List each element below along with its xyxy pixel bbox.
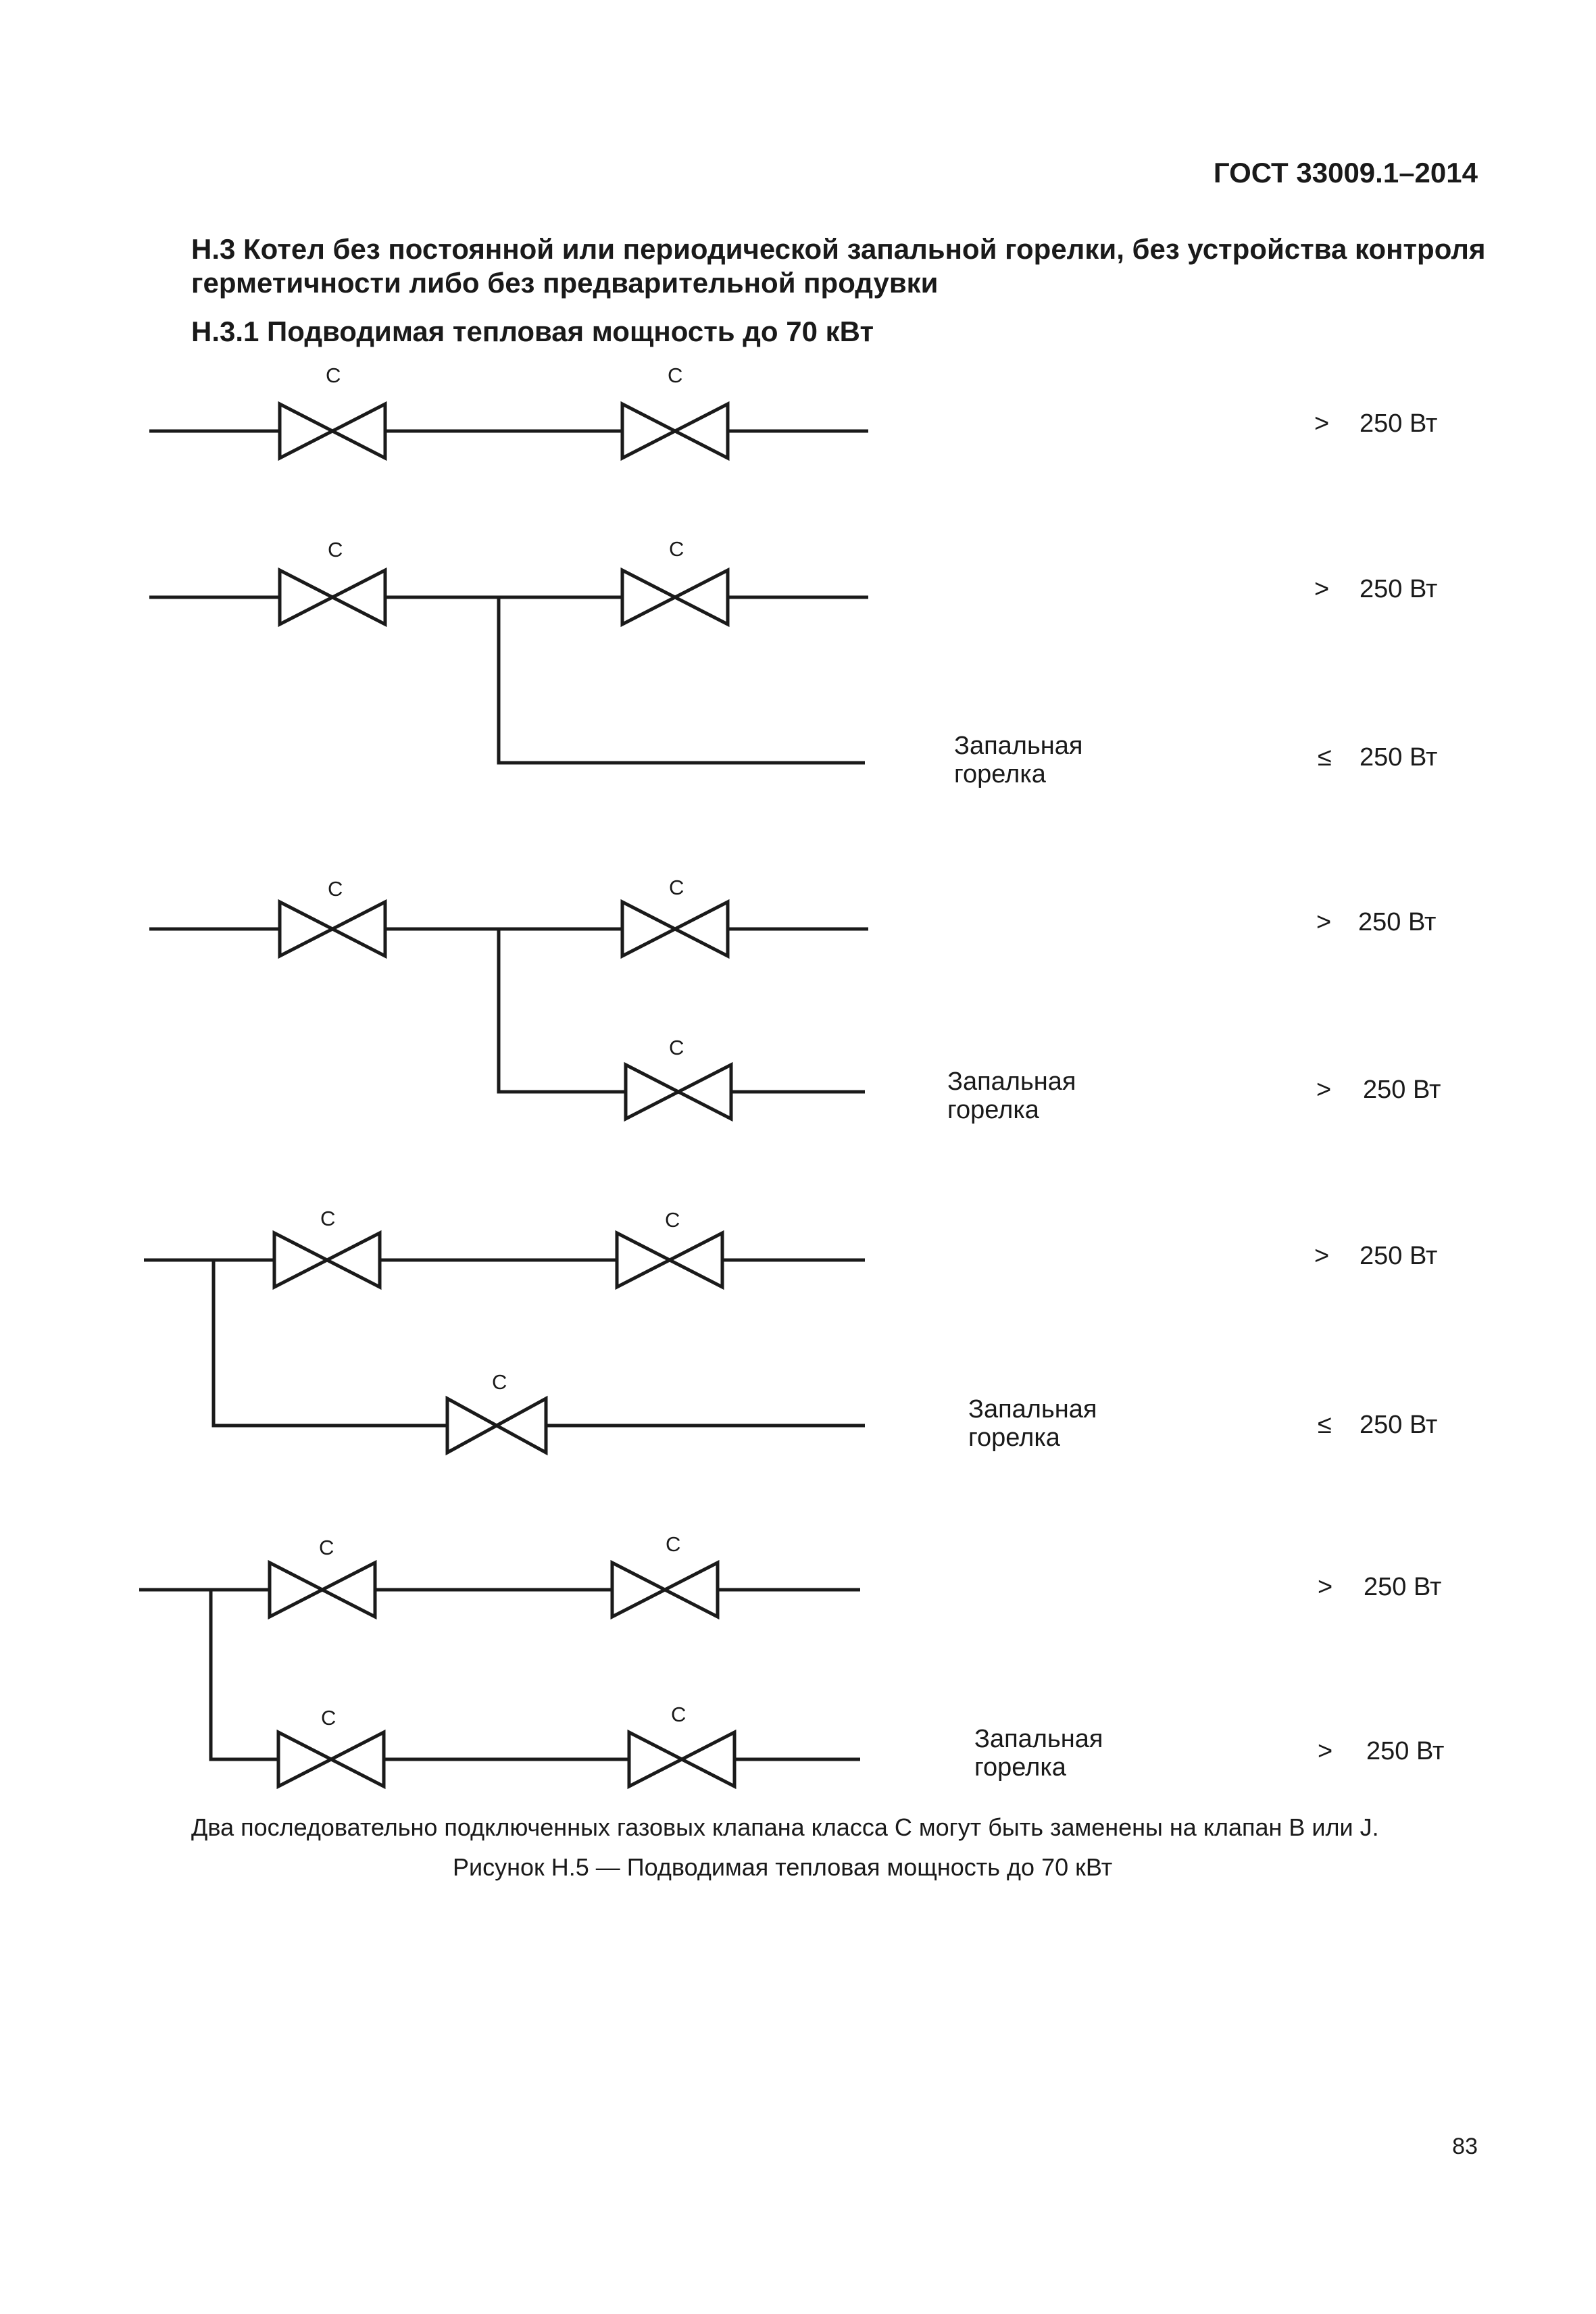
valve-class-label: C bbox=[319, 1536, 334, 1559]
power-value: 250 Вт bbox=[1366, 1737, 1445, 1765]
power-comparison-sign: > bbox=[1314, 575, 1330, 603]
power-value: 250 Вт bbox=[1360, 575, 1438, 603]
standard-designation: ГОСТ 33009.1–2014 bbox=[1213, 157, 1478, 188]
valve-class-label: C bbox=[665, 1208, 680, 1232]
valve-c-symbol bbox=[272, 1230, 382, 1290]
power-value: 250 Вт bbox=[1358, 908, 1437, 936]
gas-line bbox=[149, 927, 868, 1094]
scheme-2 bbox=[149, 567, 868, 765]
valve-class-label: C bbox=[666, 1532, 681, 1556]
power-comparison-sign: > bbox=[1318, 1737, 1333, 1765]
valve-c-symbol bbox=[278, 567, 387, 628]
scheme-3 bbox=[149, 899, 868, 1122]
scheme-1 bbox=[149, 401, 868, 461]
valve-class-label: C bbox=[328, 877, 343, 901]
valve-c-symbol bbox=[278, 401, 387, 461]
section-heading-line-1: Н.3 Котел без постоянной или периодическ… bbox=[191, 233, 1486, 265]
valve-class-label: C bbox=[326, 363, 341, 387]
power-comparison-sign: > bbox=[1314, 409, 1330, 438]
valve-c-symbol bbox=[276, 1729, 386, 1790]
valve-class-label: C bbox=[320, 1207, 336, 1230]
gas-line bbox=[149, 595, 868, 765]
pilot-burner-label: Запальная горелка bbox=[974, 1725, 1103, 1782]
valve-c-symbol bbox=[445, 1395, 548, 1456]
page-number: 83 bbox=[1452, 2134, 1478, 2159]
section-heading-line-2: герметичности либо без предварительной п… bbox=[191, 267, 939, 299]
valve-c-symbol bbox=[627, 1729, 737, 1790]
valve-class-label: C bbox=[328, 538, 343, 561]
figure-caption: Рисунок Н.5 — Подводимая тепловая мощнос… bbox=[453, 1853, 1113, 1881]
gas-line bbox=[139, 1588, 860, 1761]
valve-c-symbol bbox=[620, 567, 730, 628]
pilot-burner-label: Запальная горелка bbox=[954, 732, 1083, 788]
valve-c-symbol bbox=[278, 899, 387, 959]
gas-line bbox=[144, 1258, 865, 1428]
power-comparison-sign: > bbox=[1318, 1573, 1333, 1601]
valve-c-symbol bbox=[610, 1559, 720, 1620]
scheme-5 bbox=[139, 1559, 860, 1790]
valve-class-label: C bbox=[669, 1036, 684, 1059]
pilot-burner-label: Запальная горелка bbox=[968, 1395, 1097, 1452]
power-value: 250 Вт bbox=[1363, 1076, 1441, 1104]
power-comparison-sign: > bbox=[1314, 1242, 1330, 1270]
power-comparison-sign: > bbox=[1316, 908, 1332, 936]
pilot-burner-label: Запальная горелка bbox=[947, 1067, 1076, 1124]
power-comparison-sign: ≤ bbox=[1318, 743, 1332, 772]
valve-class-label: C bbox=[321, 1706, 336, 1730]
valve-c-symbol bbox=[624, 1061, 733, 1122]
power-value: 250 Вт bbox=[1360, 1411, 1438, 1439]
power-value: 250 Вт bbox=[1360, 409, 1438, 438]
figure-note: Два последовательно подключенных газовых… bbox=[191, 1813, 1379, 1841]
valve-class-label: C bbox=[668, 363, 683, 387]
power-value: 250 Вт bbox=[1360, 1242, 1438, 1270]
valve-c-symbol bbox=[615, 1230, 724, 1290]
power-comparison-sign: ≤ bbox=[1318, 1411, 1332, 1439]
power-comparison-sign: > bbox=[1316, 1076, 1332, 1104]
valve-c-symbol bbox=[620, 401, 730, 461]
scheme-4 bbox=[144, 1230, 865, 1456]
subsection-heading: Н.3.1 Подводимая тепловая мощность до 70… bbox=[191, 316, 874, 347]
power-value: 250 Вт bbox=[1364, 1573, 1442, 1601]
valve-c-symbol bbox=[620, 899, 730, 959]
power-value: 250 Вт bbox=[1360, 743, 1438, 772]
valve-class-label: C bbox=[671, 1703, 687, 1726]
valve-class-label: C bbox=[492, 1370, 507, 1394]
valve-class-label: C bbox=[669, 876, 684, 899]
valve-class-label: C bbox=[669, 537, 684, 561]
valve-c-symbol bbox=[268, 1559, 377, 1620]
